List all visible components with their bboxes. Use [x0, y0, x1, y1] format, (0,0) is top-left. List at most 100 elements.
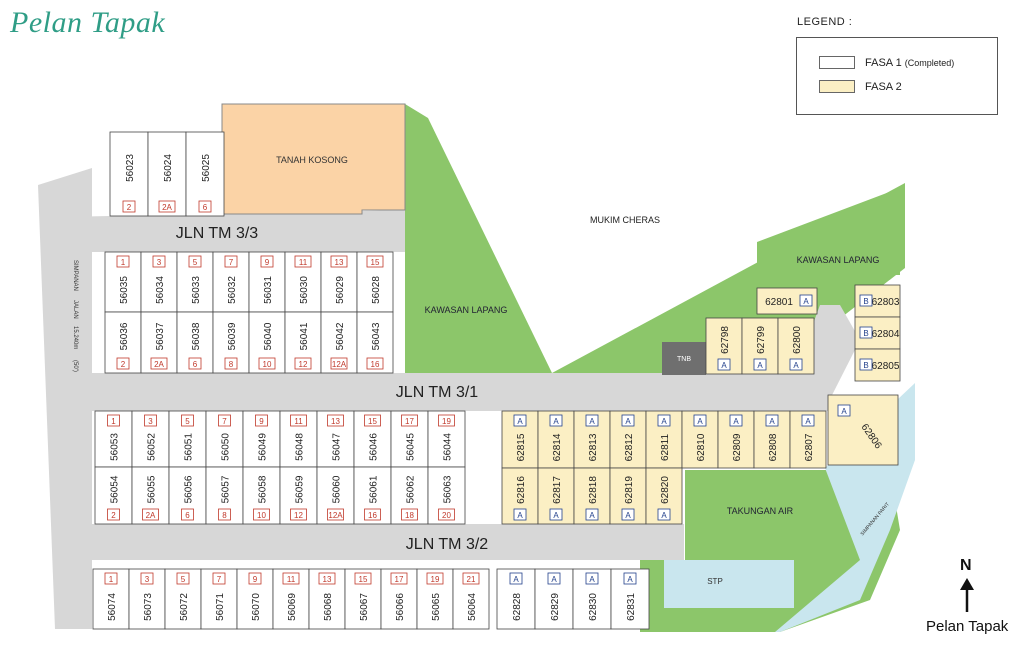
house-number-56066: 17 — [395, 575, 404, 584]
house-number-62830: A — [589, 575, 595, 584]
lot-number-56035: 56035 — [119, 276, 130, 304]
simpanan-jalan-line-3: 15.240m — [72, 326, 78, 349]
house-number-56035: 1 — [121, 258, 126, 267]
house-number-box-62830 — [585, 572, 599, 585]
house-number-62808: A — [769, 417, 775, 426]
house-number-62800: A — [793, 361, 799, 370]
house-number-box-56047 — [327, 414, 344, 427]
kawasan-lapang-east — [757, 188, 900, 275]
house-number-56061: 16 — [368, 511, 377, 520]
house-number-box-62815 — [513, 414, 527, 427]
lot-number-62810: 62810 — [696, 433, 707, 461]
house-number-box-56043 — [366, 357, 384, 370]
house-number-56024: 2A — [162, 203, 172, 212]
lot-number-62807: 62807 — [804, 433, 815, 461]
house-number-56073: 3 — [145, 575, 150, 584]
house-number-56028: 15 — [371, 258, 380, 267]
house-number-56069: 11 — [287, 575, 296, 584]
house-number-62813: A — [589, 417, 595, 426]
house-number-62820: A — [661, 511, 667, 520]
lot-number-56071: 56071 — [215, 593, 226, 621]
house-number-56033: 5 — [193, 258, 198, 267]
house-number-62799: A — [757, 361, 763, 370]
house-number-box-56035 — [116, 255, 130, 268]
house-number-56023: 2 — [127, 203, 132, 212]
house-number-56031: 9 — [265, 258, 270, 267]
lot-number-62817: 62817 — [552, 476, 563, 504]
lot-number-56046: 56046 — [369, 433, 380, 461]
lot-number-56051: 56051 — [184, 433, 195, 461]
house-number-62798: A — [721, 361, 727, 370]
house-number-56063: 20 — [442, 511, 451, 520]
house-number-box-62809 — [729, 414, 743, 427]
lot-number-56057: 56057 — [221, 475, 232, 503]
house-number-56074: 1 — [109, 575, 114, 584]
house-number-box-62810 — [693, 414, 707, 427]
house-number-56044: 19 — [442, 417, 451, 426]
house-number-box-56053 — [107, 414, 120, 427]
house-number-box-56048 — [290, 414, 307, 427]
house-number-56052: 3 — [148, 417, 153, 426]
lot-number-56074: 56074 — [107, 593, 118, 621]
house-number-box-56072 — [176, 572, 190, 585]
footer-caption: Pelan Tapak — [926, 618, 1009, 635]
house-number-56041: 12 — [299, 360, 308, 369]
road-label-jln-tm-3-3: JLN TM 3/3 — [176, 225, 259, 242]
legend-box: FASA 1 (Completed) FASA 2 — [796, 37, 998, 115]
lot-56068 — [308, 568, 346, 630]
house-number-62818: A — [589, 511, 595, 520]
lot-number-56052: 56052 — [147, 433, 158, 461]
lot-number-56059: 56059 — [295, 475, 306, 503]
house-number-56040: 10 — [263, 360, 272, 369]
house-number-box-56066 — [390, 572, 408, 585]
house-number-box-56046 — [364, 414, 381, 427]
house-number-box-56058 — [253, 508, 270, 521]
house-number-box-62828 — [509, 572, 523, 585]
lot-number-62812: 62812 — [624, 433, 635, 461]
house-number-56025: 6 — [203, 203, 208, 212]
kawasan-lapang-label-west: KAWASAN LAPANG — [425, 305, 508, 315]
house-number-box-56065 — [426, 572, 444, 585]
legend-heading: LEGEND : — [797, 16, 853, 28]
lot-number-62815: 62815 — [516, 433, 527, 461]
lot-number-56031: 56031 — [263, 276, 274, 304]
mukim-cheras-label: MUKIM CHERAS — [590, 215, 660, 225]
house-number-56030: 11 — [299, 258, 308, 267]
lot-number-56063: 56063 — [443, 475, 454, 503]
lot-number-62803: 62803 — [872, 297, 900, 308]
house-number-box-56059 — [290, 508, 307, 521]
lot-number-56064: 56064 — [467, 593, 478, 621]
lot-number-62829: 62829 — [550, 593, 561, 621]
lot-56037 — [140, 311, 178, 374]
house-number-box-56068 — [318, 572, 336, 585]
lot-number-56043: 56043 — [371, 322, 382, 350]
lot-number-62808: 62808 — [768, 433, 779, 461]
house-number-56051: 5 — [185, 417, 190, 426]
lot-number-56067: 56067 — [359, 593, 370, 621]
lot-number-56028: 56028 — [371, 276, 382, 304]
house-number-56054: 2 — [111, 511, 116, 520]
house-number-box-56062 — [401, 508, 418, 521]
house-number-box-56063 — [438, 508, 455, 521]
lot-number-62804: 62804 — [872, 329, 900, 340]
lot-number-56060: 56060 — [332, 475, 343, 503]
house-number-box-56024 — [158, 200, 176, 213]
house-number-box-56031 — [260, 255, 274, 268]
house-number-box-62800 — [789, 358, 803, 371]
road-jln-tm-3-2 — [70, 524, 684, 560]
simpanan-jalan-line-4: (50') — [72, 360, 78, 372]
lot-number-56050: 56050 — [221, 433, 232, 461]
house-number-box-56049 — [255, 414, 268, 427]
lot-number-56042: 56042 — [335, 322, 346, 350]
lot-number-56037: 56037 — [155, 322, 166, 350]
house-number-56062: 18 — [405, 511, 414, 520]
house-number-box-56025 — [198, 200, 212, 213]
house-number-box-56044 — [438, 414, 455, 427]
house-number-56042: 12A — [332, 360, 347, 369]
lot-number-56038: 56038 — [191, 322, 202, 350]
house-number-56038: 6 — [193, 360, 198, 369]
lot-56042 — [320, 311, 358, 374]
lot-number-56025: 56025 — [201, 154, 212, 182]
house-number-62815: A — [517, 417, 523, 426]
